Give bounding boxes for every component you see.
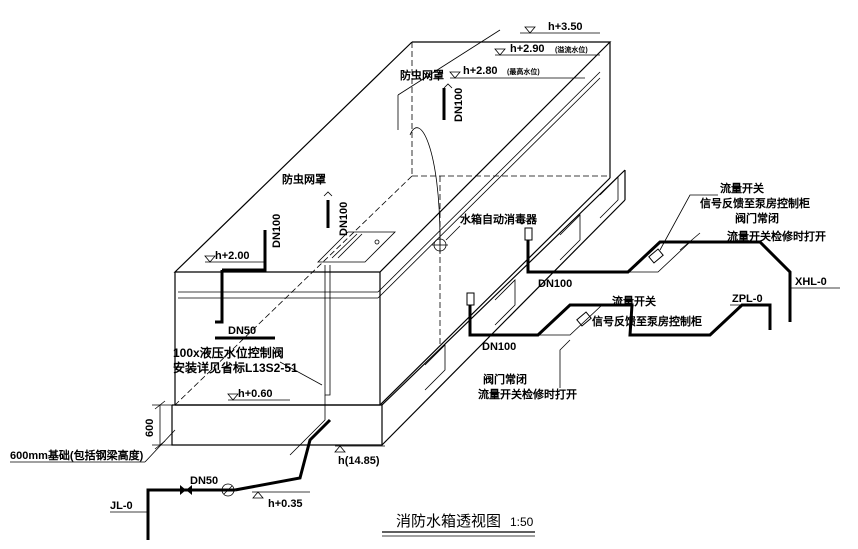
level-h290-note: (溢流水位) xyxy=(555,45,588,54)
drawing-title: 消防水箱透视图 1:50 xyxy=(382,513,535,537)
flow-switch-label-2: 流量开关 xyxy=(612,294,656,308)
dn50-label-a: DN50 xyxy=(228,325,256,337)
dn100-label-a: DN100 xyxy=(453,88,465,122)
xhl0-label: XHL-0 xyxy=(795,276,827,288)
outlet-line-zpl0: DN100 ZPL-0 流量开关 信号反馈至泵房控制柜 阀门常闭 流量开关检修时… xyxy=(466,292,772,401)
signal-label-2: 信号反馈至泵房控制柜 xyxy=(592,314,702,328)
level-h280: h+2.80 xyxy=(463,65,498,77)
level-h060: h+0.60 xyxy=(238,388,273,400)
internal-piping: 防虫网罩 DN100 防虫网罩 DN100 DN100 DN50 水箱自动消毒器 xyxy=(173,29,538,492)
dn100-label-c: DN100 xyxy=(271,214,283,248)
disinfector-label: 水箱自动消毒器 xyxy=(460,212,538,226)
insect-screen-label-1: 防虫网罩 xyxy=(400,68,444,82)
valve-closed-label-1: 阀门常闭 xyxy=(735,211,779,225)
signal-label-1: 信号反馈至泵房控制柜 xyxy=(700,196,810,210)
dn100-label-d: DN100 xyxy=(538,278,572,290)
dn100-label-e: DN100 xyxy=(482,341,516,353)
level-markers: h+3.50 h+2.90 (溢流水位) h+2.80 (最高水位) h+2.0… xyxy=(204,21,600,510)
open-maint-label-2: 流量开关检修时打开 xyxy=(478,387,577,401)
level-h200: h+2.00 xyxy=(215,250,250,262)
jl0-label: JL-0 xyxy=(110,500,133,512)
valve-closed-label-2: 阀门常闭 xyxy=(483,372,527,386)
foundation-label: 600mm基础(包括钢梁高度) xyxy=(10,448,144,462)
zpl0-label: ZPL-0 xyxy=(732,293,763,305)
level-h035: h+0.35 xyxy=(268,498,303,510)
open-maint-label-1: 流量开关检修时打开 xyxy=(727,229,826,243)
supply-line-jl0: JL-0 DN50 xyxy=(110,475,235,540)
dn100-label-b: DN100 xyxy=(338,202,350,236)
dn50-label-b: DN50 xyxy=(190,475,218,487)
level-h350: h+3.50 xyxy=(548,21,583,33)
valve-note-1: 100x液压水位控制阀 xyxy=(173,345,284,360)
outlet-line-xhl0: DN100 XHL-0 流量开关 信号反馈至泵房控制柜 阀门常闭 流量开关检修时… xyxy=(524,181,840,322)
flow-switch-label-1: 流量开关 xyxy=(720,181,764,195)
drawing-scale: 1:50 xyxy=(510,515,534,529)
level-h280-note: (最高水位) xyxy=(507,67,540,76)
valve-note-2: 安装详见省标L13S2-51 xyxy=(173,360,298,375)
tank-body xyxy=(171,41,626,446)
dim-600: 600 xyxy=(144,419,156,437)
level-h290: h+2.90 xyxy=(510,43,545,55)
foundation-dimension: 600 600mm基础(包括钢梁高度) xyxy=(10,400,176,463)
level-h1485: h(14.85) xyxy=(338,455,380,467)
insect-screen-label-2: 防虫网罩 xyxy=(282,172,326,186)
drawing-title-text: 消防水箱透视图 xyxy=(396,513,501,530)
